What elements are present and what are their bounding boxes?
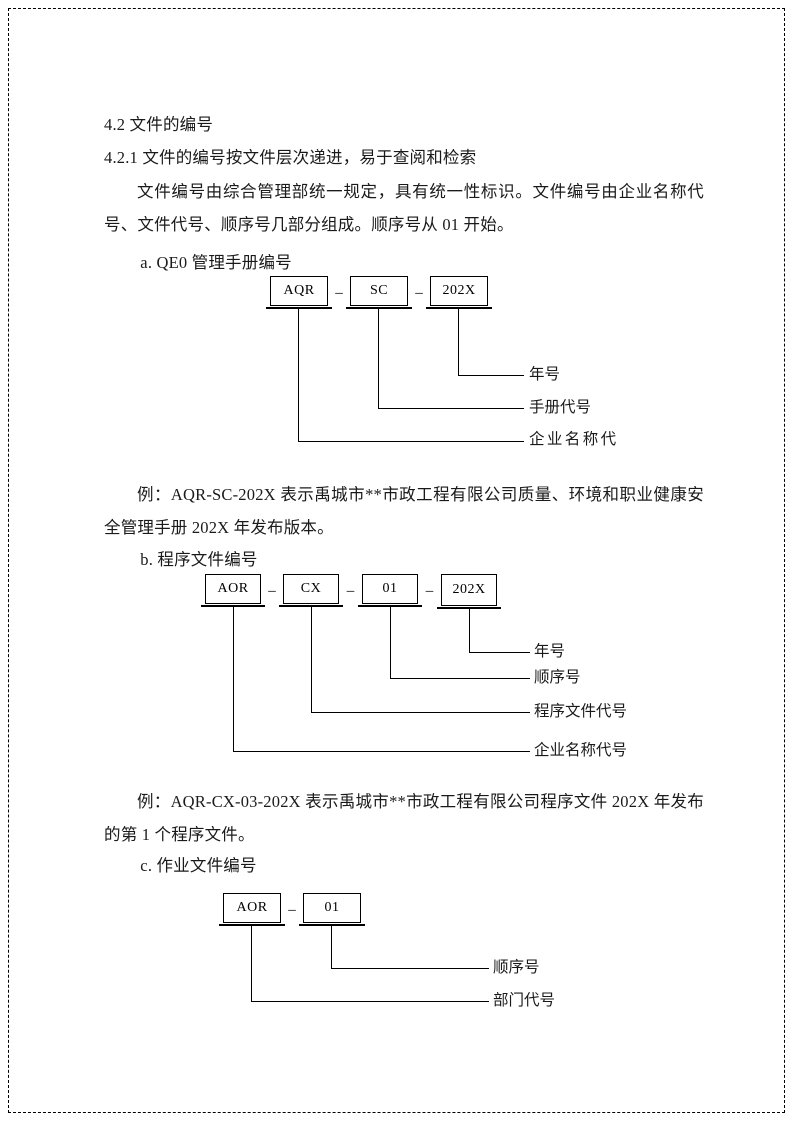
diagram-a-box-1: AQR	[270, 276, 328, 306]
diagram-a-separator-2: –	[415, 285, 423, 301]
example-b-paragraph: 例：AQR-CX-03-202X 表示禹城市**市政工程有限公司程序文件 202…	[104, 792, 704, 844]
diagram-a-leader-3-vertical	[458, 307, 459, 375]
diagram-a-label-company-code: 企业名称代	[529, 431, 619, 448]
diagram-a-separator-1: –	[335, 285, 343, 301]
diagram-b-leader-4-vertical	[469, 607, 470, 652]
diagram-a-leader-2-vertical	[378, 307, 379, 408]
section-heading: 4.2 文件的编号	[104, 115, 214, 134]
item-a-label: a. QE0 管理手册编号	[140, 253, 292, 272]
diagram-a-box-3: 202X	[430, 276, 488, 306]
item-c-label-block: c. 作业文件编号	[104, 851, 704, 881]
diagram-b-separator-3: –	[425, 583, 434, 599]
diagram-c-box-1: AOR	[223, 893, 281, 923]
diagram-a-label-manual-code: 手册代号	[529, 399, 592, 416]
example-a-paragraph: 例：AQR-SC-202X 表示禹城市**市政工程有限公司质量、环境和职业健康安…	[104, 485, 704, 537]
diagram-b-box-4-text: 202X	[452, 582, 486, 597]
intro-paragraph: 文件编号由综合管理部统一规定，具有统一性标识。文件编号由企业名称代号、文件代号、…	[104, 182, 704, 234]
subsection-heading-block: 4.2.1 文件的编号按文件层次递进，易于查阅和检索	[104, 141, 704, 174]
diagram-c-separator-1: –	[288, 902, 296, 918]
diagram-b-leader-2-horizontal	[311, 712, 530, 713]
diagram-b-leader-1-horizontal	[233, 751, 530, 752]
diagram-c-box-2-text: 01	[324, 900, 340, 915]
diagram-c-leader-2-horizontal	[331, 968, 489, 969]
diagram-c-box-2: 01	[303, 893, 361, 923]
diagram-b-leader-4-horizontal	[469, 652, 530, 653]
diagram-b-box-1: AOR	[205, 574, 261, 604]
diagram-b-label-company-code: 企业名称代号	[534, 742, 628, 759]
diagram-c-leader-2-vertical	[331, 924, 332, 968]
diagram-b-separator-2: –	[346, 583, 355, 599]
diagram-b-box-4: 202X	[441, 574, 497, 606]
diagram-procedure-document-numbering: AOR CX 01 202X – – – 年号 顺序号 程序文件代号	[104, 572, 724, 772]
section-heading-block: 4.2 文件的编号	[104, 108, 704, 141]
diagram-b-leader-2-vertical	[311, 605, 312, 712]
diagram-qe0-manual-numbering: AQR SC 202X – – 年号 手册代号 企业名称代	[104, 272, 724, 462]
diagram-a-leader-1-vertical	[298, 307, 299, 441]
diagram-b-separator-1: –	[268, 583, 276, 599]
diagram-b-label-procedure-code: 程序文件代号	[534, 703, 628, 720]
diagram-b-label-year: 年号	[534, 643, 566, 660]
diagram-work-document-numbering: AOR 01 – 顺序号 部门代号	[104, 890, 724, 1020]
diagram-a-label-year: 年号	[529, 366, 561, 383]
diagram-c-leader-1-vertical	[251, 924, 252, 1001]
diagram-b-box-2-text: CX	[300, 581, 322, 596]
diagram-c-label-sequence: 顺序号	[493, 959, 540, 976]
diagram-c-box-1-text: AOR	[236, 900, 268, 915]
item-c-label: c. 作业文件编号	[140, 856, 257, 875]
diagram-c-label-department-code: 部门代号	[493, 992, 556, 1009]
diagram-a-box-2: SC	[350, 276, 408, 306]
diagram-a-leader-3-horizontal	[458, 375, 524, 376]
diagram-a-box-3-underline	[426, 307, 492, 309]
diagram-a-leader-1-horizontal	[298, 441, 524, 442]
diagram-b-box-3: 01	[362, 574, 418, 604]
diagram-b-box-3-text: 01	[382, 581, 398, 596]
subsection-heading: 4.2.1 文件的编号按文件层次递进，易于查阅和检索	[104, 148, 477, 167]
diagram-b-box-2: CX	[283, 574, 339, 604]
diagram-c-leader-1-horizontal	[251, 1001, 489, 1002]
example-b-block: 例：AQR-CX-03-202X 表示禹城市**市政工程有限公司程序文件 202…	[104, 785, 704, 851]
item-a-label-block: a. QE0 管理手册编号	[104, 248, 704, 278]
diagram-a-box-2-text: SC	[369, 283, 389, 298]
diagram-b-leader-3-vertical	[390, 605, 391, 678]
diagram-a-box-1-underline	[266, 307, 332, 309]
diagram-b-box-1-text: AOR	[217, 581, 249, 596]
intro-paragraph-block: 文件编号由综合管理部统一规定，具有统一性标识。文件编号由企业名称代号、文件代号、…	[104, 175, 704, 241]
diagram-a-box-2-underline	[346, 307, 412, 309]
diagram-c-box-1-underline	[219, 924, 285, 926]
diagram-a-box-3-text: 202X	[442, 283, 476, 298]
diagram-c-box-2-underline	[299, 924, 365, 926]
diagram-b-leader-1-vertical	[233, 605, 234, 751]
diagram-b-leader-3-horizontal	[390, 678, 530, 679]
diagram-b-label-sequence: 顺序号	[534, 669, 581, 686]
item-b-label: b. 程序文件编号	[140, 550, 258, 569]
item-b-label-block: b. 程序文件编号	[104, 545, 704, 575]
example-a-block: 例：AQR-SC-202X 表示禹城市**市政工程有限公司质量、环境和职业健康安…	[104, 478, 704, 544]
diagram-a-leader-2-horizontal	[378, 408, 524, 409]
diagram-a-box-1-text: AQR	[283, 283, 315, 298]
